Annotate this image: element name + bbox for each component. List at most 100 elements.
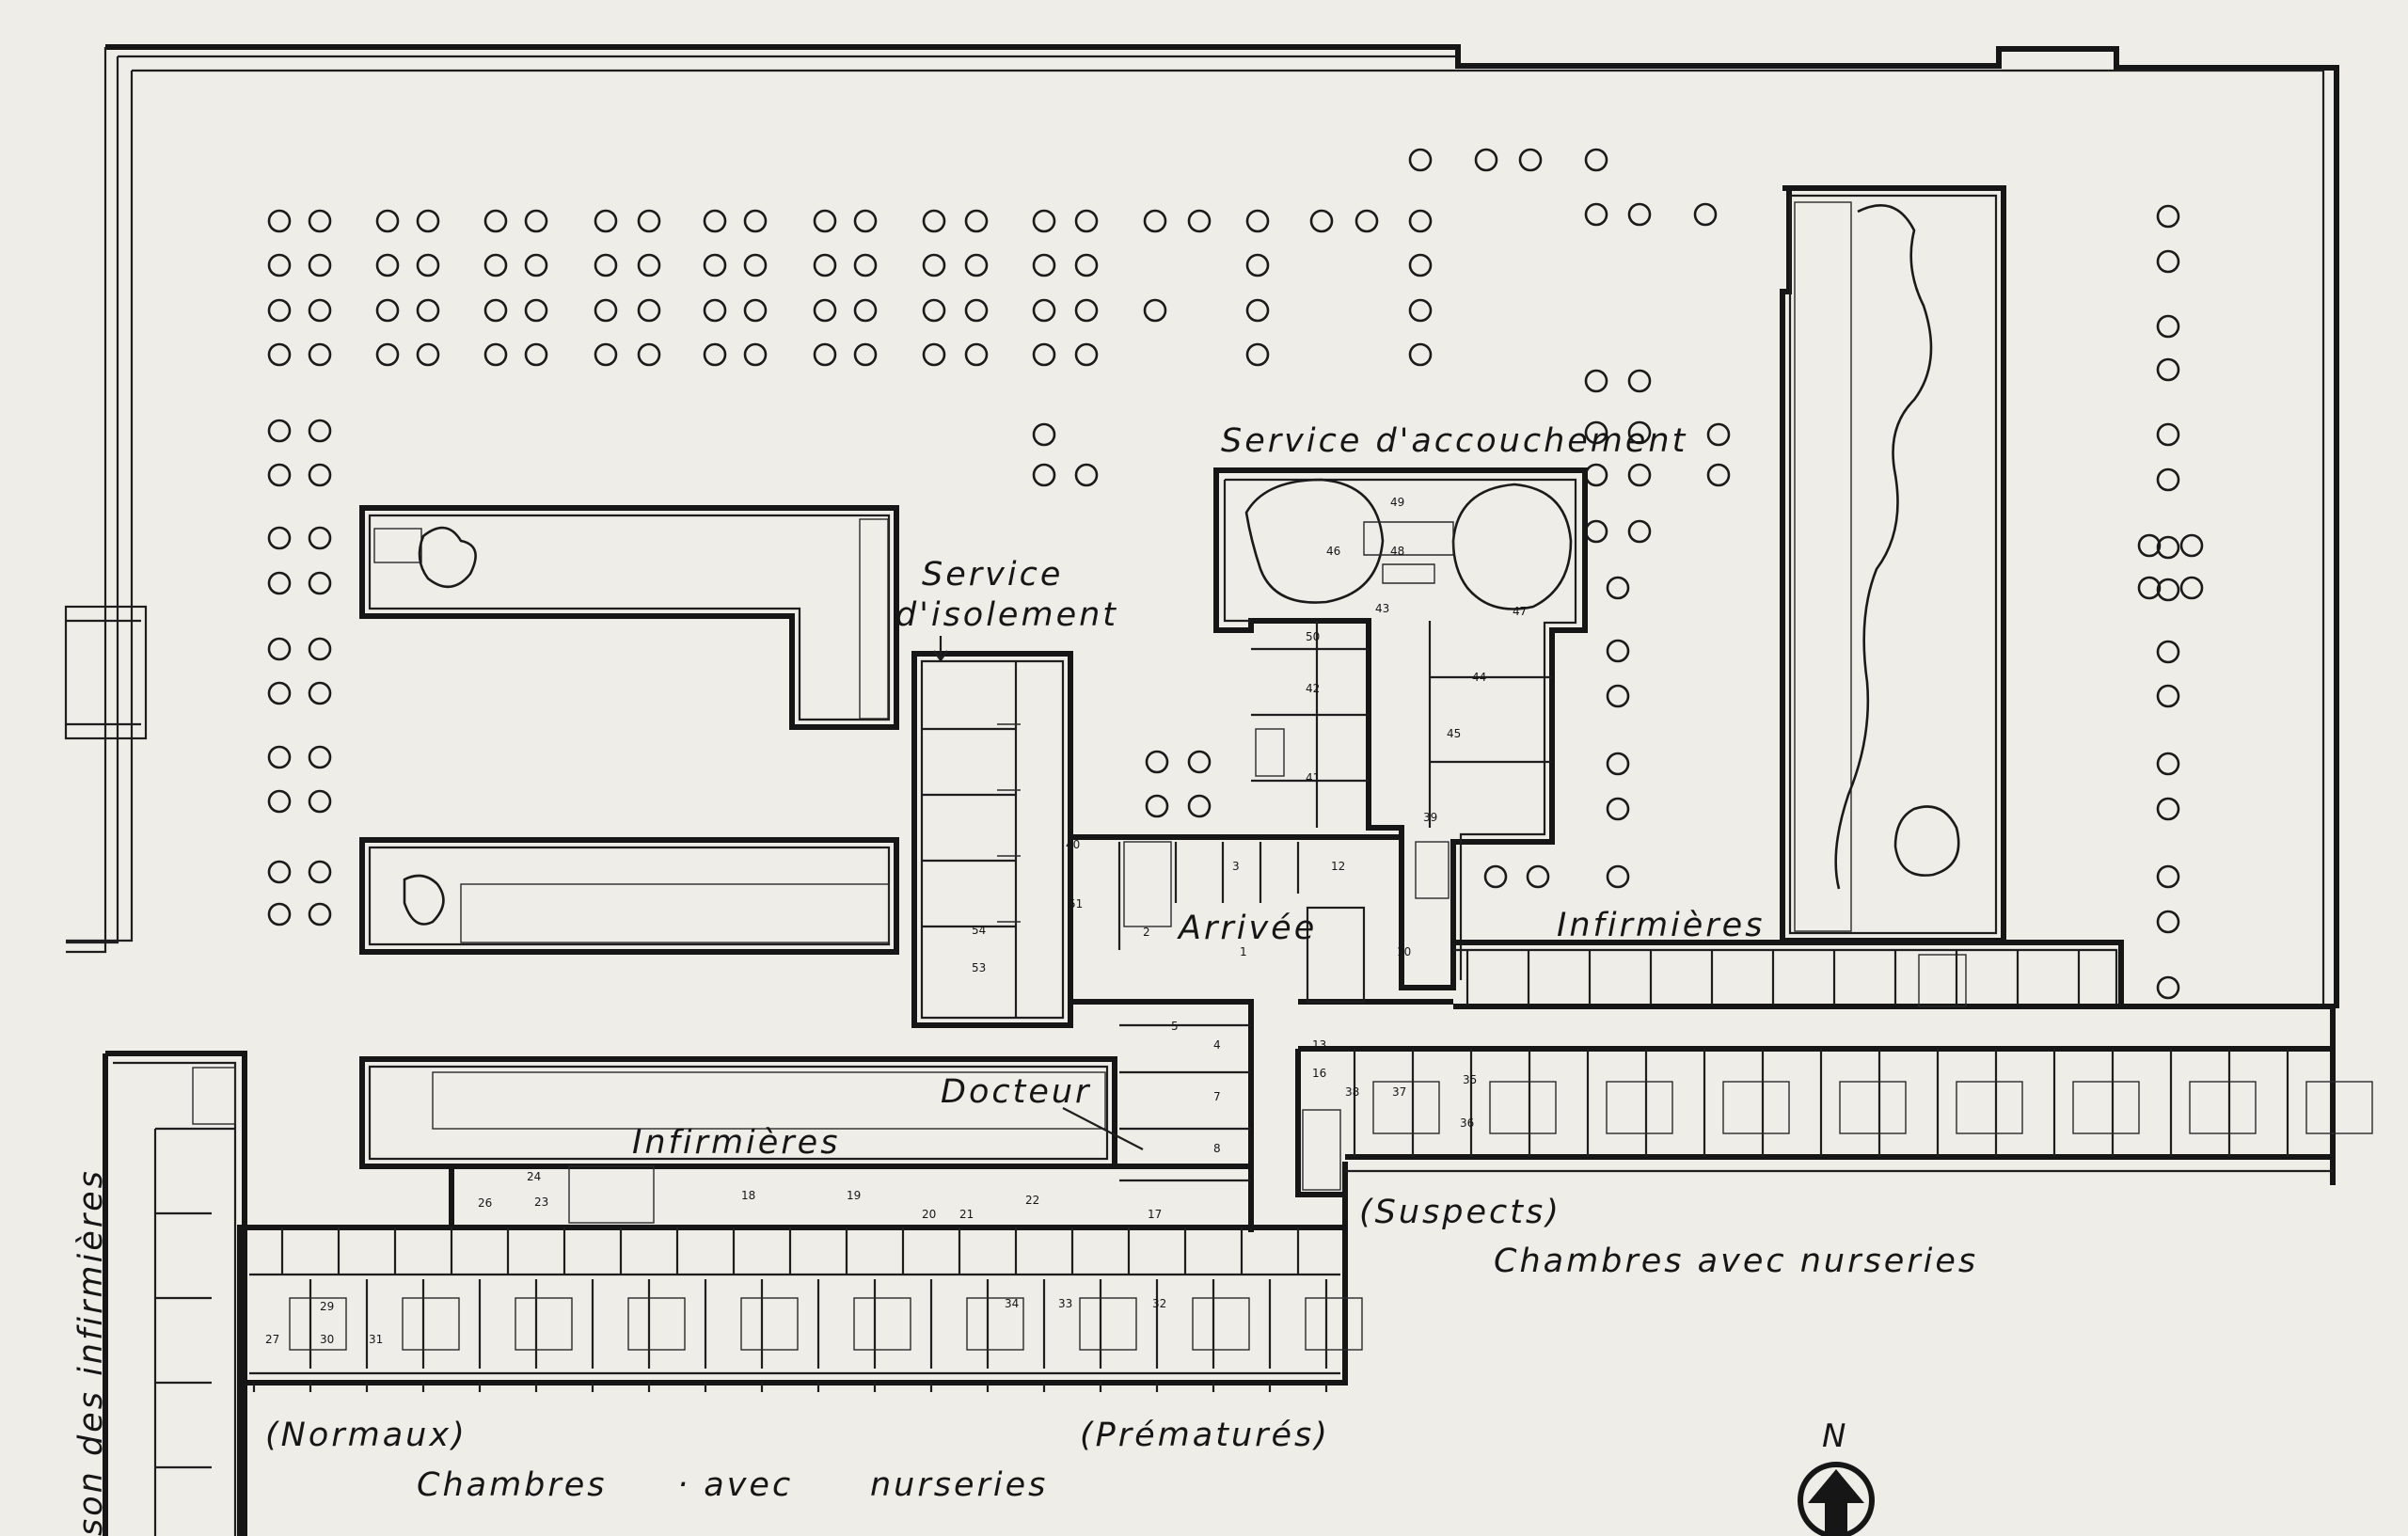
tree-symbol	[594, 253, 618, 277]
tree-symbol	[813, 209, 837, 233]
tree-symbol	[743, 209, 768, 233]
tree-symbol	[2156, 357, 2180, 382]
tree-symbol	[1245, 209, 1270, 233]
room-partition	[1014, 1227, 1046, 1369]
label-chambres-south: Chambres	[417, 1466, 608, 1504]
tree-symbol	[2156, 422, 2180, 447]
room-partition	[675, 1227, 707, 1369]
tree-symbol	[1143, 298, 1167, 323]
tree-symbol	[483, 342, 508, 367]
tree-symbol	[1032, 463, 1056, 487]
room-partition	[1127, 1227, 1159, 1369]
room-partition	[788, 1227, 820, 1369]
tree-symbol	[1584, 202, 1608, 227]
east-wing	[1295, 940, 2373, 1197]
tree-symbol	[524, 298, 548, 323]
tree-symbol	[2137, 533, 2162, 558]
room-bed	[289, 1297, 347, 1351]
svg-text:13: 13	[1312, 1038, 1326, 1052]
svg-text:16: 16	[1312, 1067, 1326, 1080]
tree-symbol	[2156, 975, 2180, 1000]
room-bed	[2305, 1081, 2373, 1134]
tree-symbol	[308, 681, 332, 705]
room-partition	[619, 1227, 651, 1369]
tree-symbol	[524, 342, 548, 367]
svg-text:23: 23	[534, 1196, 548, 1209]
svg-text:4: 4	[1213, 1038, 1221, 1052]
label-service-accouchement: Service d'accouchement	[1221, 422, 1687, 460]
tree-symbol	[375, 342, 400, 367]
tree-symbol	[1074, 209, 1099, 233]
arrival-hall	[1070, 834, 1453, 1232]
tree-symbol	[267, 526, 292, 550]
tree-symbol	[1032, 253, 1056, 277]
tree-symbol	[1526, 864, 1550, 889]
tree-symbol	[267, 681, 292, 705]
tree-symbol	[1032, 422, 1056, 447]
room-partition	[506, 1227, 538, 1369]
room-partition	[901, 1227, 933, 1369]
tree-symbol	[375, 253, 400, 277]
tree-symbol	[1354, 209, 1379, 233]
tree-symbol	[308, 571, 332, 595]
tree-symbol	[267, 419, 292, 443]
tree-symbol	[483, 209, 508, 233]
room-partition	[1296, 1227, 1328, 1369]
tree-symbol	[1606, 639, 1630, 663]
tree-symbol	[922, 298, 946, 323]
tree-symbol	[267, 342, 292, 367]
label-nurseries-south: nurseries	[870, 1466, 1048, 1504]
tree-symbol	[703, 209, 727, 233]
tree-symbol	[637, 342, 661, 367]
tree-symbol	[1627, 463, 1652, 487]
label-service-isolement-2: d'isolement	[895, 596, 1118, 634]
north-arrow-icon: N	[1798, 1417, 1875, 1536]
isolation-service-block	[911, 651, 1073, 1028]
label-maison-infirmieres: son des infirmières	[72, 1168, 110, 1536]
svg-text:29: 29	[320, 1300, 334, 1313]
tree-symbol	[308, 637, 332, 661]
tree-symbol	[964, 298, 989, 323]
svg-text:26: 26	[478, 1196, 492, 1210]
tree-symbol	[524, 209, 548, 233]
nurses-house	[103, 1051, 247, 1536]
tree-symbol	[743, 253, 768, 277]
svg-text:41: 41	[1306, 771, 1320, 784]
room-bed	[402, 1297, 460, 1351]
tree-symbol	[1074, 253, 1099, 277]
room-bed	[2189, 1081, 2257, 1134]
svg-text:44: 44	[1472, 671, 1486, 684]
label-chambres-east: Chambres avec nurseries	[1494, 1243, 1978, 1280]
tree-symbol	[1145, 750, 1169, 774]
tree-symbol	[1187, 209, 1212, 233]
svg-text:10: 10	[1397, 945, 1411, 958]
label-infirmieres-east: Infirmières	[1557, 907, 1765, 944]
svg-text:38: 38	[1345, 1085, 1359, 1099]
garden-east-strip	[1780, 185, 2006, 943]
svg-text:45: 45	[1447, 727, 1461, 740]
room-numbers: 1 2 3 4 5 7 8 10 12 13 16 17 18 19 20 21…	[265, 496, 1527, 1346]
tree-symbol	[308, 253, 332, 277]
tree-symbol	[922, 253, 946, 277]
tree-symbol	[813, 298, 837, 323]
room-partition	[280, 1227, 312, 1369]
tree-symbol	[1245, 298, 1270, 323]
room-partition	[562, 1227, 594, 1369]
svg-text:22: 22	[1025, 1194, 1039, 1207]
tree-symbol	[267, 637, 292, 661]
tree-symbol	[964, 342, 989, 367]
tree-symbol	[1606, 752, 1630, 776]
tree-symbol	[1143, 209, 1167, 233]
tree-symbol	[2156, 314, 2180, 339]
tree-symbol	[813, 253, 837, 277]
svg-text:36: 36	[1460, 1116, 1474, 1130]
tree-symbol	[1245, 342, 1270, 367]
svg-text:5: 5	[1171, 1020, 1179, 1033]
south-wing	[237, 1164, 1363, 1536]
svg-text:24: 24	[527, 1170, 541, 1183]
tree-symbol	[853, 298, 878, 323]
tree-symbol	[1606, 864, 1630, 889]
tree-symbol	[1032, 298, 1056, 323]
svg-text:30: 30	[320, 1333, 334, 1346]
